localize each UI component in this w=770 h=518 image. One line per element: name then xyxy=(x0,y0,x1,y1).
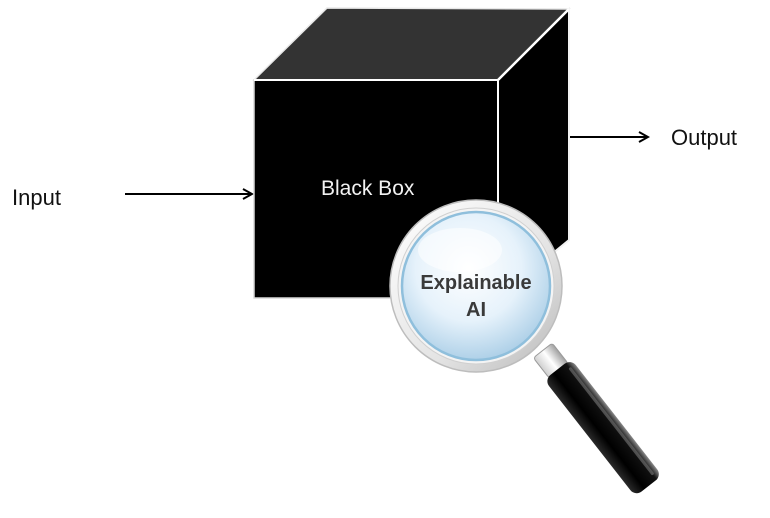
magnifier-handle xyxy=(547,362,659,494)
magnifier-icon xyxy=(389,199,659,494)
output-label: Output xyxy=(671,125,738,150)
lens-glare xyxy=(418,228,502,272)
explainable-ai-line1: Explainable xyxy=(420,272,532,294)
handle-highlight xyxy=(568,367,654,476)
input-label: Input xyxy=(12,185,61,210)
black-box-label: Black Box xyxy=(321,177,415,200)
explainable-ai-line2: AI xyxy=(466,299,486,321)
explainable-ai-label: Explainable AI xyxy=(410,270,542,324)
cube-edge-highlight xyxy=(497,8,570,81)
